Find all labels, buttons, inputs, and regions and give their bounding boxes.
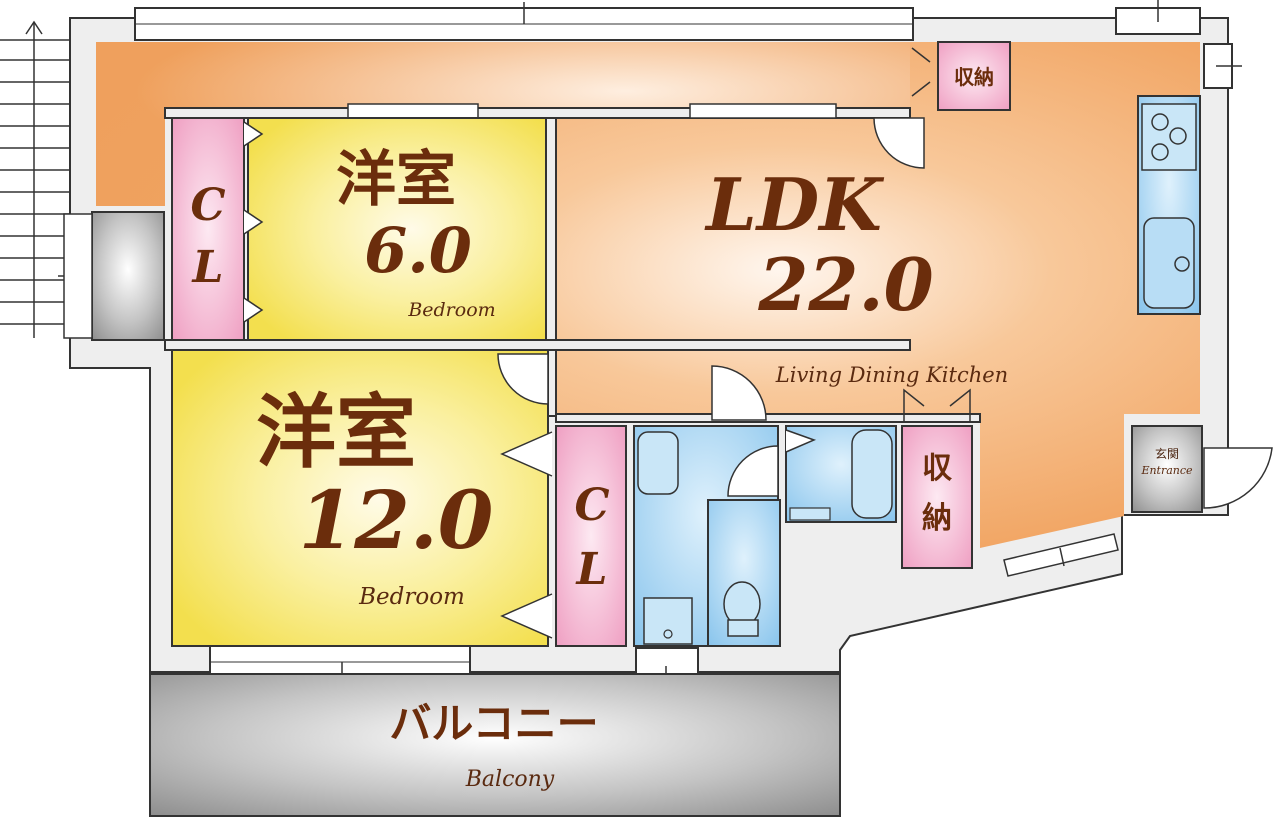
stove-icon — [1141, 103, 1197, 171]
toilet-door — [727, 445, 779, 497]
utility-window — [63, 213, 93, 339]
storage-side-label-1: 収 — [922, 451, 953, 486]
washer-icon — [643, 597, 693, 645]
bathtub-icon — [851, 429, 893, 519]
closet-mid-label-l: L — [575, 544, 608, 595]
storage-side-doors — [903, 388, 971, 422]
bedroom-small-name: 洋室 — [336, 145, 456, 215]
sink-icon — [1143, 217, 1195, 309]
wet-area-wall — [555, 413, 981, 423]
closet-top — [171, 117, 245, 341]
bathroom-door — [785, 429, 817, 453]
washroom-door — [711, 365, 767, 421]
bedroom-large-door — [497, 353, 549, 405]
ldk-door-top — [873, 117, 925, 169]
bedroom-small — [247, 117, 547, 341]
bedroom-large-name: 洋室 — [256, 385, 416, 479]
closet-top-label-l: L — [191, 242, 224, 293]
entrance-jp: 玄関 — [1155, 446, 1179, 461]
utility-box — [91, 211, 165, 341]
bedroom-large — [171, 349, 549, 647]
storage-top-label: 収納 — [954, 65, 994, 89]
storage-top-door — [911, 47, 931, 97]
entrance — [1131, 425, 1203, 513]
closet-mid — [555, 425, 627, 647]
entrance-door — [1203, 447, 1273, 509]
entrance-en: Entrance — [1140, 464, 1193, 477]
closet-top-doors — [243, 121, 264, 323]
storage-top — [937, 41, 1011, 111]
kitchen-counter — [1137, 95, 1201, 315]
balcony — [149, 673, 841, 817]
closet-mid-label-c: C — [574, 480, 609, 531]
ldk-size: 22.0 — [757, 242, 933, 327]
exterior-stairs — [0, 18, 80, 338]
wash-basin-icon — [637, 431, 679, 495]
ldk-name: LDK — [704, 162, 884, 247]
storage-side — [901, 425, 973, 569]
balcony-en: Balcony — [465, 767, 555, 792]
bedroom-small-size: 6.0 — [364, 214, 472, 287]
corridor-area — [96, 42, 910, 206]
window-bedroom-small — [347, 103, 479, 119]
bedroom-large-size: 12.0 — [299, 473, 494, 567]
balcony-jp: バルコニー — [389, 699, 598, 748]
window-ldk-corridor — [689, 103, 837, 119]
bedroom-small-en: Bedroom — [407, 299, 495, 321]
ldk-en: Living Dining Kitchen — [775, 363, 1008, 387]
bedroom-large-en: Bedroom — [358, 584, 465, 610]
storage-side-label-2: 納 — [922, 501, 952, 536]
closet-mid-doors — [500, 431, 553, 639]
closet-top-label-c: C — [190, 180, 225, 231]
